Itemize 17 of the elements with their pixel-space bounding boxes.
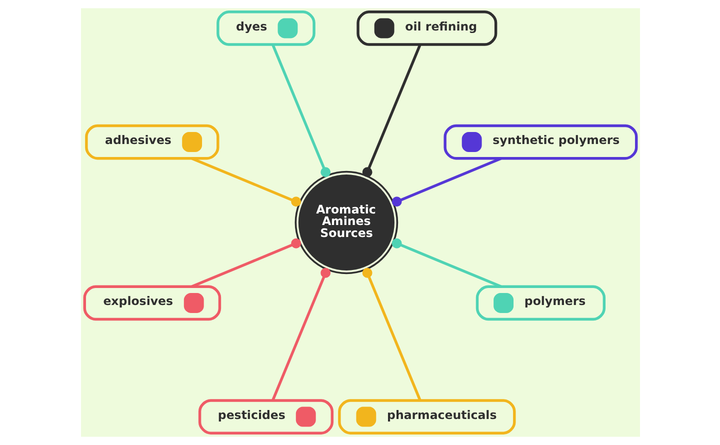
connector: [362, 44, 421, 178]
node-box: pesticides: [198, 399, 334, 434]
node-box: polymers: [475, 285, 606, 321]
connector: [190, 157, 301, 207]
connector: [391, 157, 502, 207]
connector: [190, 238, 301, 288]
connector: [271, 268, 330, 401]
connector: [391, 238, 502, 288]
node-box: pharmaceuticals: [338, 399, 516, 434]
node-box: explosives: [82, 285, 221, 321]
connector: [362, 268, 421, 401]
node-box: oil refining: [356, 10, 497, 46]
connector: [271, 44, 330, 178]
node-circle: Aromatic Amines Sources: [294, 170, 398, 274]
node-box: adhesives: [84, 124, 219, 160]
node-box: synthetic polymers: [443, 124, 638, 160]
node-box: dyes: [216, 10, 315, 46]
